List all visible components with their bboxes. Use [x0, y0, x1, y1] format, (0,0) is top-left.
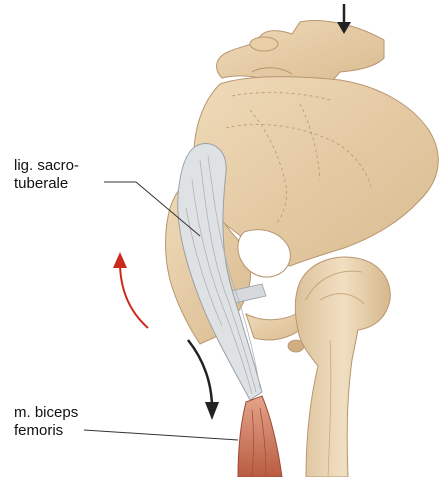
muscle-label-line2: femoris [14, 422, 78, 440]
curved-arrow-down-icon [188, 340, 219, 420]
ligament-label-line2: tuberale [14, 175, 79, 193]
ligament-label-line1: lig. sacro- [14, 157, 79, 175]
muscle-label-line1: m. biceps [14, 404, 78, 422]
ligament-label: lig. sacro- tuberale [14, 157, 79, 193]
curved-arrow-up-icon [113, 252, 148, 328]
biceps-femoris-muscle [238, 396, 282, 477]
muscle-leader-line [84, 430, 238, 440]
femur [295, 257, 390, 477]
muscle-label: m. biceps femoris [14, 404, 78, 440]
